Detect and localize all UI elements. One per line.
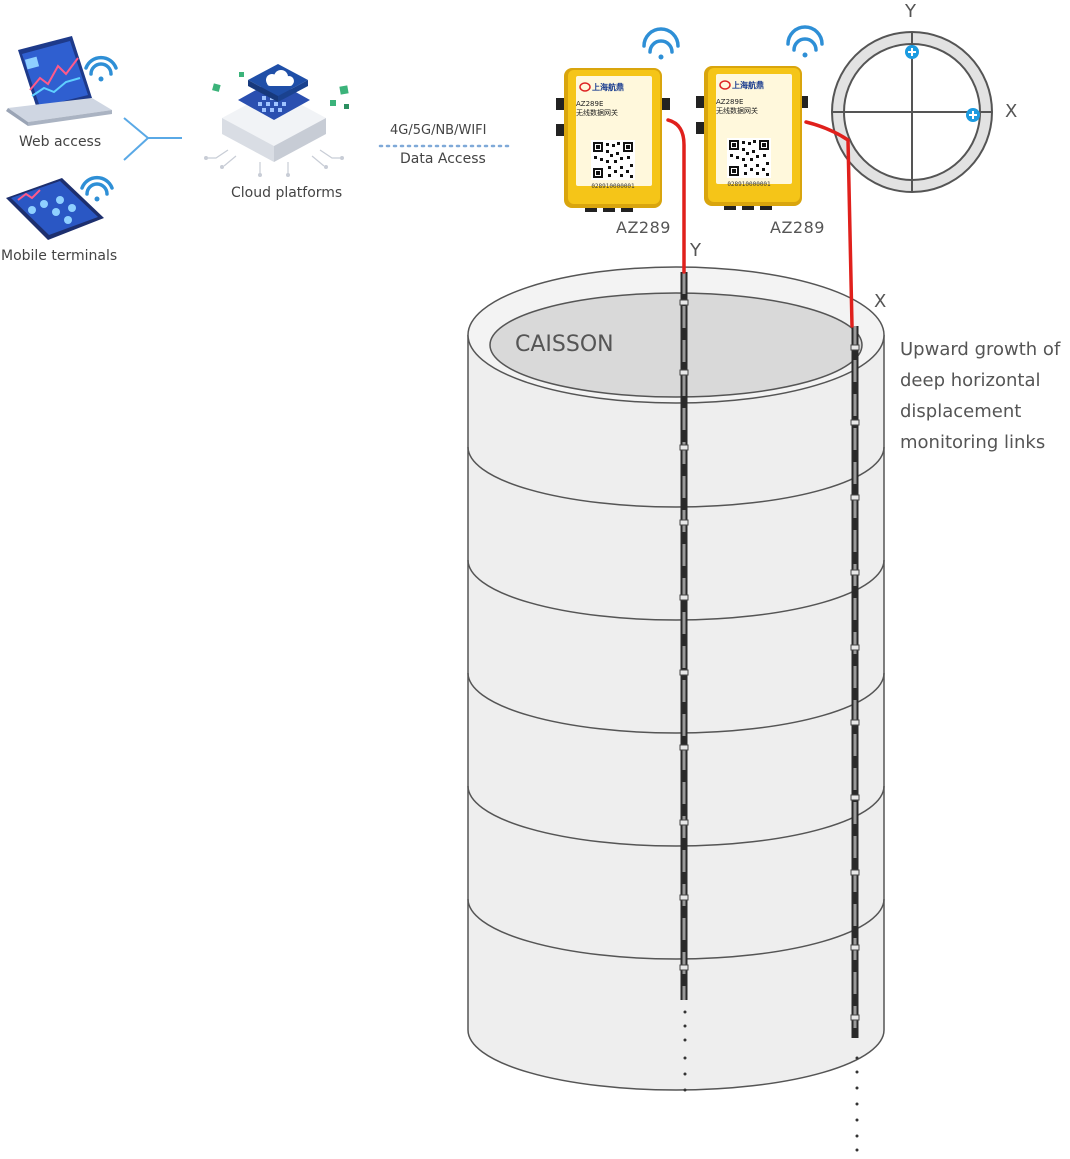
probe-y-label: Y [690, 240, 701, 261]
svg-text:无线数据网关: 无线数据网关 [576, 108, 618, 117]
tablet-icon [6, 178, 104, 240]
wifi-icon [80, 175, 114, 202]
probe-string-x [850, 326, 860, 1152]
protocol-label: 4G/5G/NB/WIFI [390, 123, 487, 138]
probe-x-label: X [874, 291, 887, 312]
mobile-terminals-label: Mobile terminals [1, 248, 118, 264]
gateway-serial: 028910000001 [727, 181, 771, 188]
gateway-device: 上海航鼎 AZ289E 无线数据网关 028910000001 [556, 27, 680, 212]
probe-string-y [679, 272, 689, 1092]
svg-text:AZ289E: AZ289E [576, 100, 603, 108]
wifi-icon [84, 55, 118, 82]
wifi-icon [642, 27, 680, 60]
cross-section-y-label: Y [905, 1, 916, 22]
caisson-label: CAISSON [515, 332, 614, 357]
monitoring-description: Upward growth of deep horizontal displac… [900, 339, 1061, 453]
caisson [467, 266, 885, 1091]
gateway-serial: 028910000001 [591, 183, 635, 190]
svg-text:上海航鼎: 上海航鼎 [592, 82, 624, 92]
svg-text:无线数据网关: 无线数据网关 [716, 106, 758, 115]
svg-text:上海航鼎: 上海航鼎 [732, 80, 764, 90]
data-access-label: Data Access [400, 151, 486, 167]
cross-section-diagram [831, 31, 993, 193]
gateway-device: 上海航鼎 AZ289E 无线数据网关 028910000001 [696, 25, 824, 210]
laptop-icon [6, 36, 112, 126]
y-axis-marker [905, 45, 919, 59]
web-access-label: Web access [19, 134, 102, 150]
merge-connector [123, 117, 182, 161]
cross-section-x-label: X [1005, 101, 1018, 122]
gateway-name-label: AZ289 [770, 218, 825, 237]
gateway-name-label: AZ289 [616, 218, 671, 237]
signal-cable [666, 118, 854, 328]
wifi-icon [786, 25, 824, 58]
cloud-platforms-label: Cloud platforms [231, 185, 343, 201]
x-axis-marker [966, 108, 980, 122]
svg-text:AZ289E: AZ289E [716, 98, 743, 106]
cloud-platform-icon [204, 64, 349, 177]
